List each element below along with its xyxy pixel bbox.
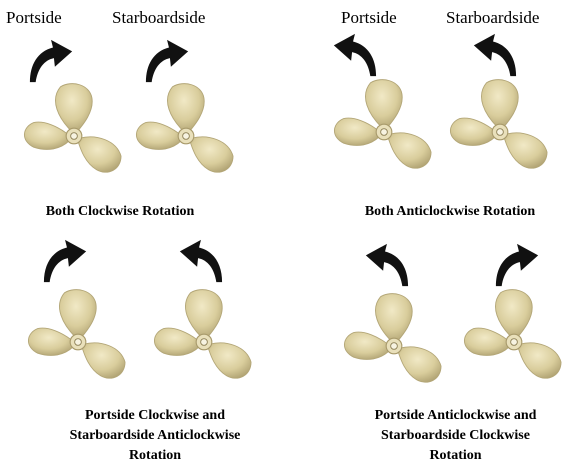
portside-label: Portside	[6, 8, 62, 28]
curved-arrow-left-icon	[362, 240, 410, 288]
curved-arrow-left-icon	[470, 30, 518, 78]
caption-line: Portside Anticlockwise and	[340, 406, 571, 426]
curved-arrow-right-icon	[494, 240, 542, 288]
curved-arrow-right-icon	[28, 36, 76, 84]
caption-line: Starboardside Anticlockwise	[20, 426, 290, 446]
portside-label: Portside	[341, 8, 397, 28]
starboardside-label: Starboardside	[112, 8, 205, 28]
propeller-icon	[444, 76, 556, 188]
caption-portside-clockwise: Portside Clockwise and Starboardside Ant…	[20, 406, 290, 466]
caption-line: Starboardside Clockwise	[340, 426, 571, 446]
caption-line: Rotation	[20, 446, 290, 466]
propeller-icon	[130, 80, 242, 192]
caption-line: Rotation	[340, 446, 571, 466]
curved-arrow-left-icon	[330, 30, 378, 78]
starboardside-label: Starboardside	[446, 8, 539, 28]
propeller-icon	[18, 80, 130, 192]
propeller-icon	[328, 76, 440, 188]
caption-line: Portside Clockwise and	[20, 406, 290, 426]
propeller-icon	[22, 286, 134, 398]
propeller-icon	[338, 290, 450, 402]
caption-both-anticlockwise: Both Anticlockwise Rotation	[330, 202, 570, 222]
curved-arrow-right-icon	[42, 236, 90, 284]
caption-portside-anticlockwise: Portside Anticlockwise and Starboardside…	[340, 406, 571, 466]
curved-arrow-left-icon	[176, 236, 224, 284]
propeller-icon	[458, 286, 570, 398]
caption-both-clockwise: Both Clockwise Rotation	[0, 202, 240, 222]
curved-arrow-right-icon	[144, 36, 192, 84]
propeller-icon	[148, 286, 260, 398]
